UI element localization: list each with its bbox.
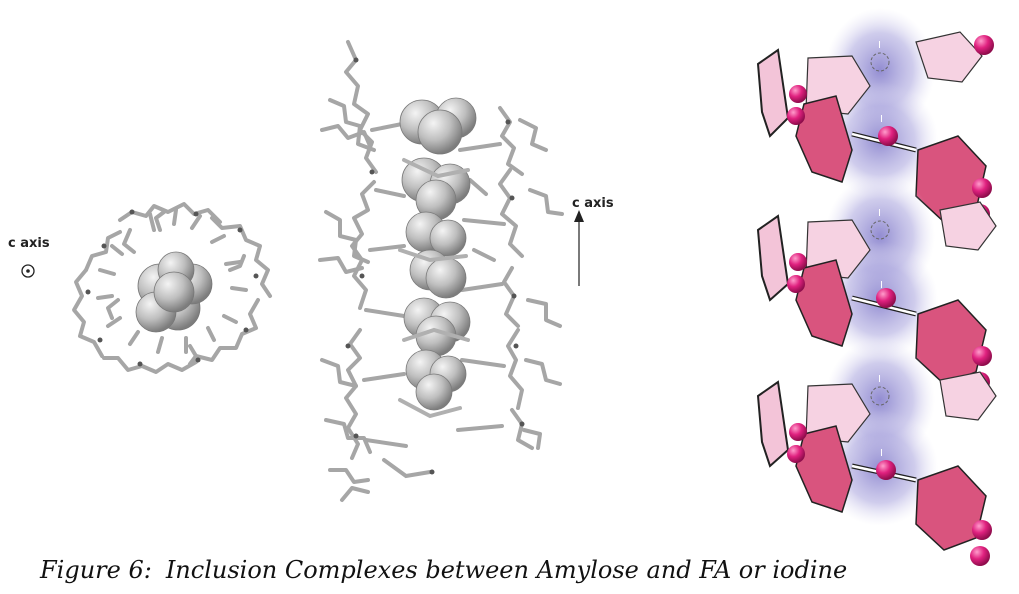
c-axis-label-side-view: c axis [572, 196, 614, 211]
right-helix-strand [500, 108, 562, 448]
side-view-panel [320, 42, 584, 500]
figure-number: Figure 6: [0, 556, 152, 584]
c-axis-label-top-view: c axis [8, 236, 50, 251]
iodine-label: I [880, 114, 883, 125]
c-axis-out-of-plane-icon [22, 265, 34, 277]
caption-text: Inclusion Complexes between Amylose and … [166, 556, 847, 584]
iodine-label: I [878, 40, 881, 51]
c-axis-arrow-icon [574, 210, 584, 286]
iodine-label: I [878, 208, 881, 219]
helix-schematic-panel: I I I I [758, 8, 996, 566]
iodine-label: I [880, 448, 883, 459]
iodine-label: I [878, 374, 881, 385]
guest-molecule-top-view [136, 252, 212, 332]
left-helix-strand [320, 42, 376, 500]
top-view-panel [22, 204, 270, 372]
figure-caption: Figure 6: Inclusion Complexes between Amy… [0, 556, 1019, 584]
iodine-label: I [880, 280, 883, 291]
